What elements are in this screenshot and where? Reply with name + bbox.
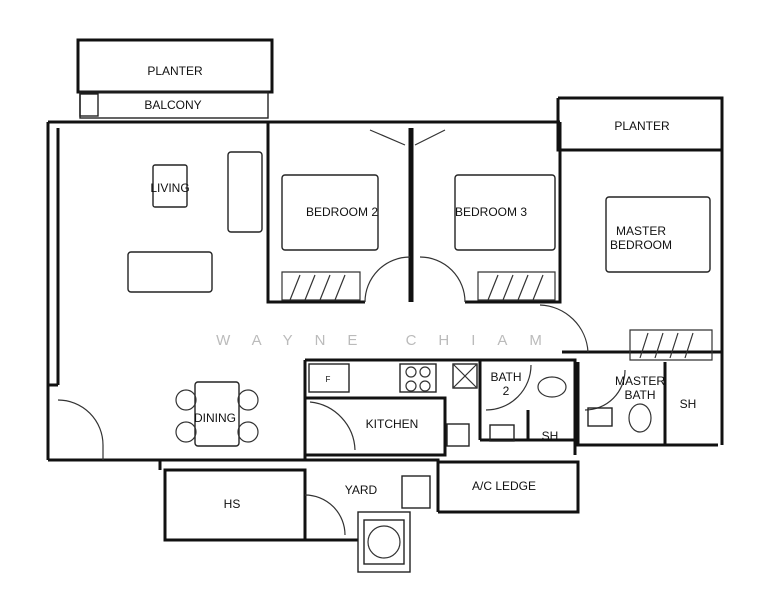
label-master-bath-1: MASTER — [615, 374, 665, 388]
label-master-bath-2: BATH — [624, 388, 655, 402]
label-hs: HS — [224, 497, 241, 511]
label-dining: DINING — [194, 411, 236, 425]
doors — [57, 129, 626, 536]
label-bath-2: BATH — [490, 370, 521, 384]
label-fridge: F — [326, 375, 331, 384]
label-planter-1: PLANTER — [147, 64, 203, 78]
label-master-bedroom-1: MASTER — [616, 224, 666, 238]
furniture — [127, 151, 713, 565]
label-sh-master: SH — [680, 397, 697, 411]
label-bedroom-2: BEDROOM 2 — [306, 205, 378, 219]
label-living: LIVING — [150, 181, 189, 195]
label-sh-bath-2: SH — [542, 429, 559, 443]
room-labels: PLANTER BALCONY LIVING BEDROOM 2 BEDROOM… — [144, 64, 696, 511]
label-planter-2: PLANTER — [614, 119, 670, 133]
label-bedroom-3: BEDROOM 3 — [455, 205, 527, 219]
label-ac-ledge: A/C LEDGE — [472, 479, 536, 493]
label-bath-2-number: 2 — [503, 384, 510, 398]
watermark: WAYNE CHIAM — [216, 332, 564, 349]
label-master-bedroom-2: BEDROOM — [610, 238, 672, 252]
label-balcony: BALCONY — [144, 98, 201, 112]
walls — [46, 38, 724, 573]
label-kitchen: KITCHEN — [366, 417, 419, 431]
label-yard: YARD — [345, 483, 378, 497]
